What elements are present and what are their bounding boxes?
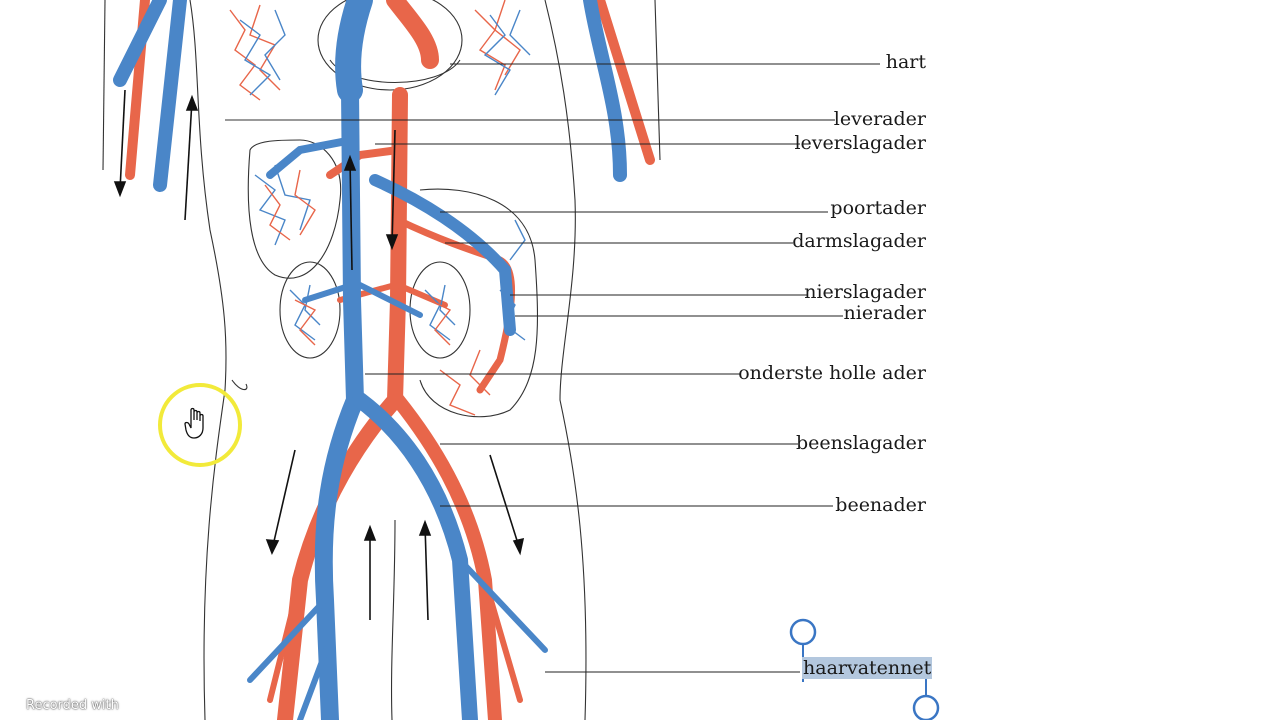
selection-end-handle[interactable] [912, 694, 940, 722]
leader-lines [320, 63, 880, 673]
label-nierader: nierader [843, 302, 926, 324]
label-beenslagader: beenslagader [795, 432, 926, 454]
leg-artery-right [391, 393, 502, 724]
portal-vein [369, 174, 516, 336]
label-leverader: leverader [833, 108, 926, 130]
label-hart: hart [885, 51, 926, 73]
label-leverslagader: leverslagader [794, 132, 926, 154]
label-darmslagader: darmslagader [792, 230, 926, 252]
leg-vein-right [352, 392, 478, 724]
body-outline [102, 0, 661, 721]
selection-start-handle[interactable] [789, 618, 817, 646]
label-haarvatennet-selected[interactable]: haarvatennet [802, 657, 933, 679]
recording-watermark: Recorded with [26, 698, 119, 713]
vein-vessels [113, 0, 627, 724]
artery-vessels [125, 0, 655, 724]
hand-pointer-icon [184, 407, 204, 439]
label-nierslagader: nierslagader [804, 281, 926, 303]
cursor-highlight [158, 383, 242, 467]
label-onderste-holle-ader: onderste holle ader [738, 362, 926, 384]
flow-arrows [113, 89, 525, 621]
label-poortader: poortader [830, 197, 926, 219]
label-beenader: beenader [835, 494, 926, 516]
capillary-networks [229, 0, 531, 416]
